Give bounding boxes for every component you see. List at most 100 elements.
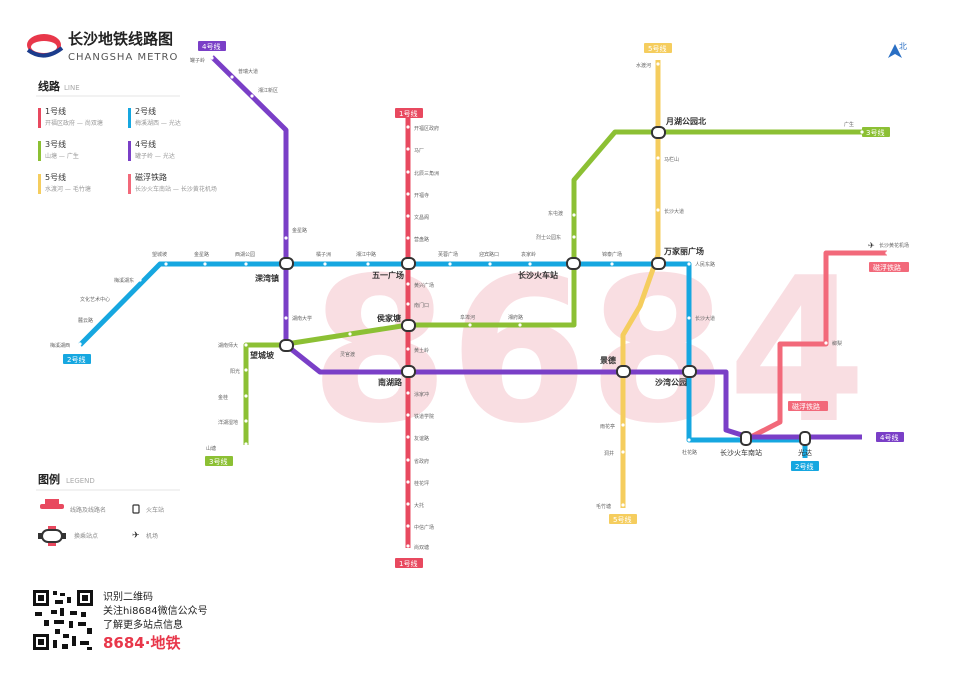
svg-text:文化艺术中心: 文化艺术中心 [80, 296, 110, 303]
svg-text:涂家冲: 涂家冲 [414, 391, 429, 398]
svg-text:湖南师大: 湖南师大 [218, 342, 238, 349]
stations-line1[interactable]: 开福区政府 马厂 北辰三角洲 开福寺 文昌阁 营盘路 黄兴广场 南门口 黄土岭 … [406, 125, 439, 551]
svg-text:西湖公园: 西湖公园 [235, 251, 255, 258]
stations-maglev[interactable]: 榔梨 [824, 251, 889, 347]
north-arrow-icon [888, 44, 902, 58]
svg-text:洞井: 洞井 [604, 450, 614, 457]
svg-text:4号线: 4号线 [202, 42, 220, 51]
svg-text:开福寺: 开福寺 [414, 192, 429, 199]
qr-text-3: 了解更多站点信息 [103, 618, 183, 631]
svg-text:5号线: 5号线 [613, 515, 631, 524]
label-shahu: 沙湾公园 [655, 377, 687, 387]
label-guangda: 光达 [798, 448, 812, 457]
svg-text:4号线: 4号线 [880, 433, 898, 442]
stations-line4[interactable]: 罐子岭 普瑞大道 湘江新区 金星路 湖南大学 [190, 56, 312, 322]
label-jinde: 景德 [600, 355, 616, 365]
svg-text:火车站: 火车站 [146, 506, 164, 514]
svg-text:磁浮铁路: 磁浮铁路 [873, 263, 901, 272]
stations-line3[interactable]: 山塘 洋湖湿地 金桂 阳光 湖南师大 灵官渡 阜埠河 湘府路 东屯渡 烈士公园东… [206, 121, 864, 452]
label-airport: 长沙黄花机场 [879, 242, 909, 249]
svg-text:换乘站点: 换乘站点 [74, 532, 98, 540]
svg-text:马栏山: 马栏山 [664, 156, 679, 163]
svg-text:金桂: 金桂 [218, 394, 228, 401]
svg-text:5号线: 5号线 [45, 172, 66, 182]
svg-text:文昌阁: 文昌阁 [414, 214, 429, 221]
brand-logo: 8684·地铁 [103, 634, 180, 652]
svg-text:金星路: 金星路 [194, 251, 209, 258]
svg-text:橘子洲: 橘子洲 [316, 251, 331, 258]
legend-item-line5: 5号线 水渡河 — 毛竹塘 [38, 172, 91, 194]
label-houjiatang: 侯家塘 [377, 313, 401, 323]
metro-logo [26, 34, 64, 58]
stations-line5[interactable]: 水渡河 马栏山 长沙大道 雨花亭 洞井 毛竹塘 [596, 62, 684, 510]
svg-text:灵官渡: 灵官渡 [340, 351, 355, 358]
svg-text:罐子岭: 罐子岭 [190, 57, 205, 64]
svg-text:开福区政府: 开福区政府 [414, 125, 439, 132]
label-nanhu: 南湖路 [378, 377, 403, 387]
svg-text:长沙大道: 长沙大道 [664, 208, 684, 215]
svg-text:开福区政府 — 尚双塘: 开福区政府 — 尚双塘 [45, 119, 103, 127]
svg-text:中信广场: 中信广场 [414, 524, 434, 531]
svg-text:铁道学院: 铁道学院 [414, 413, 434, 420]
line3[interactable] [243, 129, 862, 445]
symbol-line: 线路及线路名 [40, 499, 106, 514]
symbol-legend-heading: 图例 [38, 472, 60, 486]
svg-text:榔梨: 榔梨 [832, 340, 842, 347]
badge-line5-top: 5号线 [644, 43, 672, 53]
badge-line2-left: 2号线 [63, 354, 91, 364]
svg-text:1号线: 1号线 [399, 559, 417, 568]
svg-text:黄兴广场: 黄兴广场 [414, 282, 434, 289]
svg-text:3号线: 3号线 [209, 457, 227, 466]
svg-text:望城坡: 望城坡 [152, 251, 167, 258]
svg-text:省政府: 省政府 [414, 458, 429, 465]
maglev-line[interactable] [743, 250, 887, 443]
legend-heading: 线路 [38, 79, 61, 93]
label-south-station: 长沙火车南站 [720, 448, 762, 457]
svg-text:机场: 机场 [146, 532, 158, 540]
north-label: 北 [899, 42, 907, 51]
badge-line1-bottom: 1号线 [395, 558, 423, 568]
badge-line4-top: 4号线 [198, 41, 226, 51]
svg-text:桂花坪: 桂花坪 [414, 480, 429, 487]
line5[interactable] [620, 60, 661, 508]
legend-heading-en: LINE [64, 84, 80, 92]
svg-text:金星路: 金星路 [292, 227, 307, 234]
svg-text:湖南大学: 湖南大学 [292, 315, 312, 322]
svg-text:湘江新区: 湘江新区 [258, 87, 278, 94]
svg-text:普瑞大道: 普瑞大道 [238, 68, 258, 75]
svg-text:锦泰广场: 锦泰广场 [602, 251, 622, 258]
svg-text:广生: 广生 [844, 121, 854, 128]
label-wanjiali: 万家丽广场 [663, 246, 704, 256]
svg-text:大托: 大托 [414, 502, 424, 509]
svg-text:长沙火车南站 — 长沙黄花机场: 长沙火车南站 — 长沙黄花机场 [135, 185, 217, 193]
qr-code[interactable] [32, 589, 94, 651]
svg-text:磁浮铁路: 磁浮铁路 [135, 172, 167, 182]
svg-text:水渡河 — 毛竹塘: 水渡河 — 毛竹塘 [45, 185, 91, 193]
qr-text-1: 识别二维码 [103, 590, 153, 603]
svg-text:洋湖湿地: 洋湖湿地 [218, 419, 238, 426]
transfer-stations[interactable] [279, 126, 811, 446]
svg-text:长沙大道: 长沙大道 [695, 315, 715, 322]
legend-item-line2: 2号线 梅溪湖西 — 光达 [128, 106, 181, 128]
svg-text:麓云路: 麓云路 [78, 317, 93, 324]
svg-text:黄土岭: 黄土岭 [414, 347, 429, 354]
svg-text:山塘 — 广生: 山塘 — 广生 [45, 152, 79, 160]
svg-text:✈: ✈ [132, 531, 140, 541]
svg-text:烈士公园东: 烈士公园东 [536, 234, 561, 241]
svg-text:1号线: 1号线 [399, 109, 417, 118]
legend-item-line1: 1号线 开福区政府 — 尚双塘 [38, 106, 103, 128]
legend-item-line4: 4号线 罐子岭 — 光达 [128, 139, 175, 161]
svg-text:芙蓉广场: 芙蓉广场 [438, 251, 458, 258]
svg-text:线路及线路名: 线路及线路名 [70, 506, 106, 514]
badge-maglev-right: 磁浮铁路 [869, 262, 909, 272]
badge-line1-top: 1号线 [395, 108, 423, 118]
svg-text:磁浮铁路: 磁浮铁路 [792, 402, 820, 411]
stations-line2[interactable]: 梅溪湖西 麓云路 文化艺术中心 梅溪湖东 望城坡 金星路 西湖公园 橘子洲 湘江… [50, 251, 715, 456]
svg-text:山塘: 山塘 [206, 445, 216, 452]
svg-text:雨花亭: 雨花亭 [600, 423, 615, 430]
badge-maglev-mid: 磁浮铁路 [788, 401, 828, 411]
svg-text:3号线: 3号线 [866, 128, 884, 137]
svg-text:毛竹塘: 毛竹塘 [596, 503, 611, 510]
